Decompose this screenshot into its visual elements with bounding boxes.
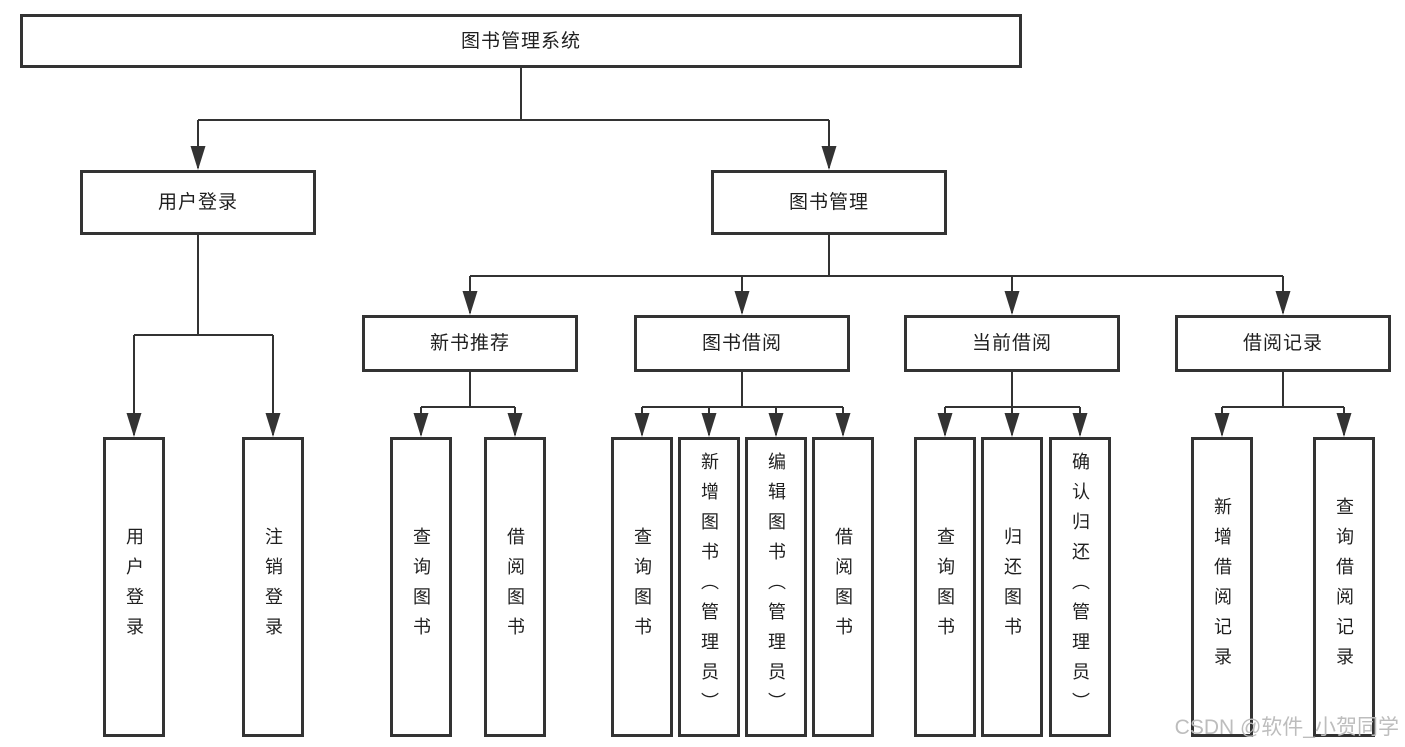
leaf-query-books-borrow: 查询图书 [611, 437, 673, 737]
connector-new-book-recommend-branch [413, 372, 523, 437]
node-label: 查询图书 [935, 527, 955, 647]
node-label: 查询借阅记录 [1334, 497, 1354, 677]
node-label: 编辑图书（管理员） [766, 452, 786, 722]
connector-borrow-records-branch [1214, 372, 1352, 437]
connector-user-login-branch [126, 235, 281, 437]
leaf-return-books: 归还图书 [981, 437, 1043, 737]
node-library-management-system: 图书管理系统 [20, 14, 1022, 68]
leaf-add-borrow-record: 新增借阅记录 [1191, 437, 1253, 737]
node-book-management: 图书管理 [711, 170, 947, 235]
node-book-borrow: 图书借阅 [634, 315, 850, 372]
node-label: 借阅图书 [505, 527, 525, 647]
node-label: 归还图书 [1002, 527, 1022, 647]
leaf-logout: 注销登录 [242, 437, 304, 737]
node-label: 图书借阅 [701, 333, 782, 354]
leaf-add-books-admin: 新增图书（管理员） [678, 437, 740, 737]
leaf-borrow-books: 借阅图书 [812, 437, 874, 737]
node-label: 新增借阅记录 [1212, 497, 1232, 677]
leaf-query-books-current: 查询图书 [914, 437, 976, 737]
connector-current-borrow-branch [937, 372, 1088, 437]
node-label: 确认归还（管理员） [1070, 452, 1090, 722]
node-label: 新书推荐 [429, 333, 510, 354]
leaf-confirm-return-admin: 确认归还（管理员） [1049, 437, 1111, 737]
connector-book-management-branch [462, 235, 1291, 315]
node-label: 借阅记录 [1242, 333, 1323, 354]
leaf-edit-books-admin: 编辑图书（管理员） [745, 437, 807, 737]
connector-root-branch [190, 68, 837, 170]
node-label: 用户登录 [157, 192, 238, 213]
node-user-login: 用户登录 [80, 170, 316, 235]
node-new-book-recommend: 新书推荐 [362, 315, 578, 372]
leaf-user-login: 用户登录 [103, 437, 165, 737]
connector-book-borrow-branch [634, 372, 851, 437]
node-label: 图书管理 [788, 192, 869, 213]
leaf-query-borrow-record: 查询借阅记录 [1313, 437, 1375, 737]
node-label: 新增图书（管理员） [699, 452, 719, 722]
node-label: 注销登录 [263, 527, 283, 647]
node-label: 用户登录 [124, 527, 144, 647]
node-label: 查询图书 [411, 527, 431, 647]
watermark: CSDN @软件_小贺同学 [1174, 716, 1399, 739]
node-label: 查询图书 [632, 527, 652, 647]
node-label: 图书管理系统 [460, 30, 581, 52]
node-label: 借阅图书 [833, 527, 853, 647]
node-borrow-records: 借阅记录 [1175, 315, 1391, 372]
node-label: 当前借阅 [971, 333, 1052, 354]
leaf-query-books-recommend: 查询图书 [390, 437, 452, 737]
node-current-borrow: 当前借阅 [904, 315, 1120, 372]
leaf-borrow-books-recommend: 借阅图书 [484, 437, 546, 737]
